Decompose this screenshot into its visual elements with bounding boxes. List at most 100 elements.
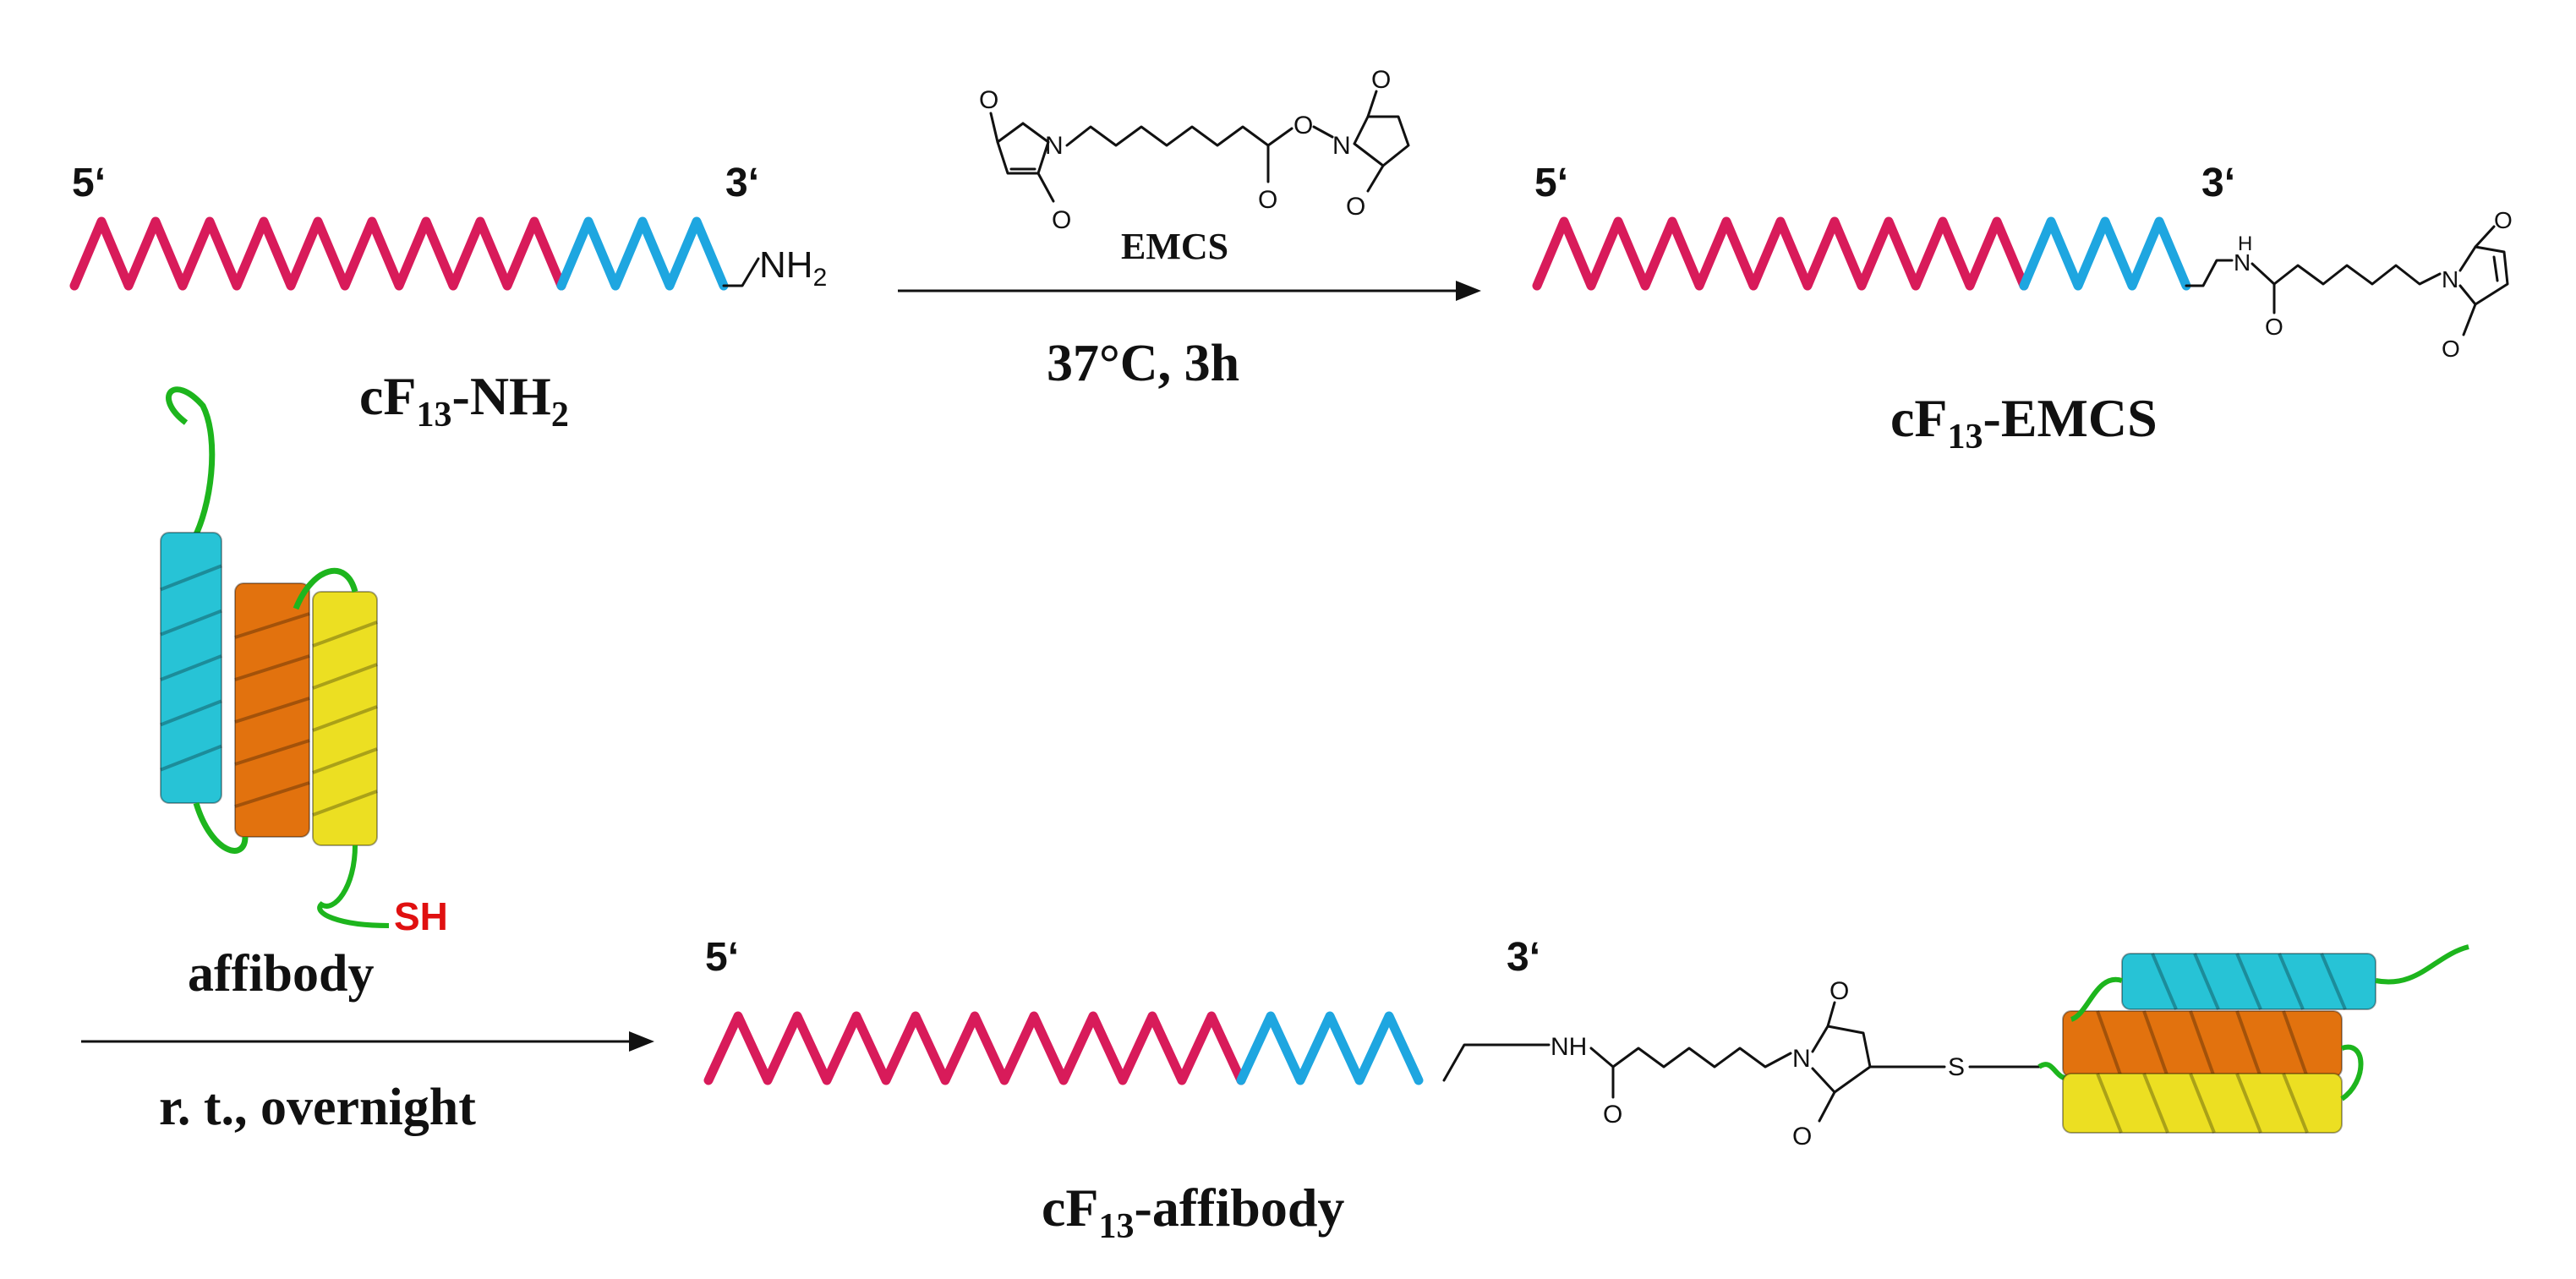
helix-turn [2142,1010,2169,1078]
oxygen-atom: O [1792,1123,1812,1151]
oxygen-atom: O [2265,314,2283,340]
protein-loop [2375,944,2469,985]
oxygen-atom: O [1603,1101,1622,1129]
helix-turn [2320,953,2347,1010]
reagent-name: EMCS [1121,226,1228,267]
co-bond [1366,164,1385,193]
helix-turn [160,744,222,772]
affibody-protein: SH affibody [160,386,448,1003]
helix-turn [234,654,310,681]
affibody-label: affibody [188,945,374,1003]
co-bond [2474,225,2496,249]
co-bond [989,112,999,144]
co-bond [1826,1001,1836,1028]
dna-strand-tail [1236,1011,1424,1085]
co-bond [1818,1090,1836,1123]
maleimide-double-bond [2492,255,2499,282]
co-bond [1036,172,1055,203]
helix-turn [2096,1073,2123,1134]
reaction-conditions-1: 37°C, 3h [1047,335,1239,392]
dna-strand-tail [556,216,729,291]
helix-turn [312,620,378,648]
helix-turn [2142,1073,2169,1134]
helix-turn [2282,1073,2309,1134]
three-prime-label: 3‘ [2201,161,2235,205]
helix-turn [160,654,222,681]
linker-bond [1442,1043,1551,1082]
helix-turn [2151,953,2178,1010]
helix-turn [2282,1010,2309,1078]
helix-turn [2096,1010,2123,1078]
protein-loop [317,844,390,928]
protein-loop [2070,976,2123,1022]
hexanoyl-chain [1589,1047,1792,1069]
hexanoyl-chain [1065,125,1270,147]
helix-turn [312,663,378,690]
co-bond [2462,303,2477,336]
helix-turn [160,564,222,592]
protein-loop [293,567,358,610]
dna-strand-main [1532,216,2029,291]
helix-turn [2235,1073,2262,1134]
helix-turn [312,790,378,817]
oxygen-atom: O [1293,112,1313,139]
helix-turn [234,697,310,724]
three-prime-label: 3‘ [725,161,759,205]
helix-turn [2189,1010,2216,1078]
nh2-group: NH2 [759,244,827,292]
helix-turn [2235,953,2262,1010]
ester-bond [1266,127,1293,147]
hexanoyl-chain [2251,262,2442,286]
dna-strand-main [703,1011,1246,1085]
cf13-emcs-label: cF13-EMCS [1890,388,2158,456]
helix-turn [2189,1073,2216,1134]
oxygen-atom: O [2494,207,2513,233]
oxygen-atom: O [2442,336,2460,362]
helix-turn [234,739,310,766]
maleimide-ring [996,122,1050,175]
affibody-protein-conjugated [2037,944,2469,1134]
nitrogen-atom: N [2442,266,2458,292]
reaction-arrow-1 [898,281,1481,301]
five-prime-label: 5‘ [72,161,106,205]
helix-turn [160,699,222,727]
cf13-nh2-molecule: 5‘ 3‘ NH2 cF13-NH2 [69,161,827,435]
cyan-helix [160,532,222,804]
helix-turn [2235,1010,2262,1078]
helix-turn [2278,953,2305,1010]
amide-nh: NH [1551,1033,1587,1061]
five-prime-label: 5‘ [1534,161,1568,205]
oxygen-atom: O [1829,977,1849,1005]
cf13-affibody-label: cF13-affibody [1042,1178,1344,1246]
five-prime-label: 5‘ [705,935,739,980]
oxygen-atom: O [979,86,998,114]
dna-strand-main [69,216,566,291]
nitrogen-atom: N [1332,132,1351,160]
reaction-arrow-2 [81,1031,654,1052]
dna-strand-tail [2019,216,2191,291]
helix-turn [312,705,378,732]
succinimide-ring [1811,1025,1872,1094]
nitrogen-atom: N [1792,1045,1811,1073]
nitrogen-atom: N [1045,132,1064,160]
cf13-affibody-molecule: 5‘ 3‘ NH O N O O S cF13-affibody [703,935,2041,1246]
yellow-helix [2062,1073,2343,1134]
oxygen-atom: O [1258,186,1277,214]
protein-loop [193,801,249,854]
protein-loop [2340,1044,2364,1101]
thiol-label: SH [394,894,448,938]
co-bond [1366,90,1378,118]
cf13-nh2-label: cF13-NH2 [359,366,569,435]
hydrogen-atom: H [2238,232,2252,255]
helix-turn [312,747,378,774]
cf13-emcs-molecule: 5‘ 3‘ N H O N O O cF13-EMCS [1532,161,2513,456]
helix-turn [234,781,310,808]
reaction-conditions-2: r. t., overnight [159,1079,476,1136]
helix-turn [160,609,222,637]
linker-bond [722,257,760,287]
helix-turn [2193,953,2220,1010]
maleimide-ring [2458,245,2509,306]
sulfur-atom: S [1948,1053,1965,1081]
on-bond [1312,125,1334,139]
